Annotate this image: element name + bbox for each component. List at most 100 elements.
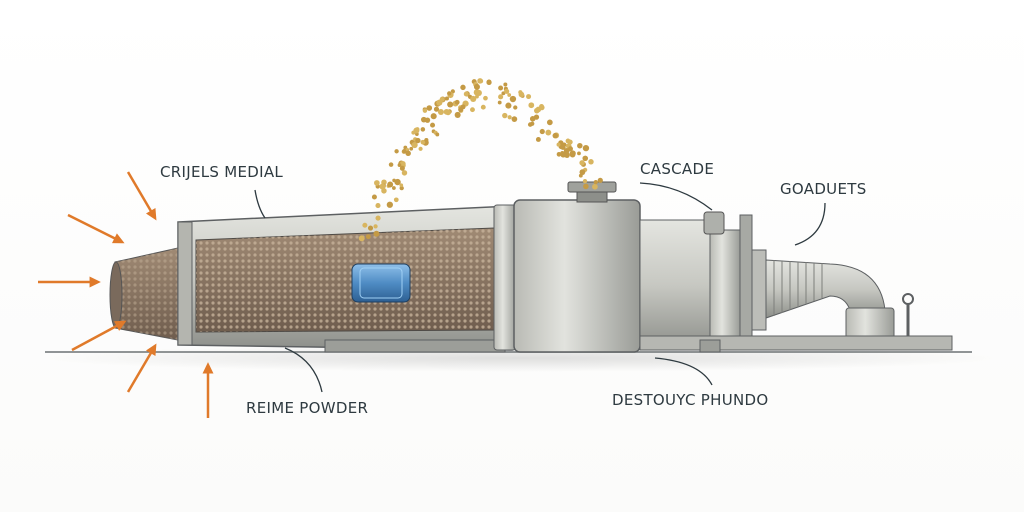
particle xyxy=(409,146,414,151)
particle xyxy=(470,95,477,103)
particle xyxy=(373,224,378,229)
particle xyxy=(539,103,545,109)
particle xyxy=(539,128,545,135)
particle xyxy=(504,88,510,94)
particle xyxy=(567,139,573,145)
particle xyxy=(430,113,437,120)
particle xyxy=(502,112,508,119)
particle xyxy=(387,181,394,188)
particle xyxy=(402,149,407,154)
particle xyxy=(424,117,431,123)
particle xyxy=(422,108,428,113)
particle xyxy=(394,149,399,154)
particle xyxy=(463,91,469,97)
particle xyxy=(552,132,559,139)
particle xyxy=(447,91,452,96)
particle xyxy=(529,116,536,122)
particle xyxy=(397,163,402,167)
leader-reime xyxy=(284,347,323,393)
particle xyxy=(445,109,451,116)
particle xyxy=(535,137,541,142)
particle xyxy=(375,203,381,209)
particle xyxy=(528,102,535,109)
particle xyxy=(569,150,576,157)
label-crijels-medial: CRIJELS MEDIAL xyxy=(160,163,284,181)
particle xyxy=(503,82,508,87)
particle xyxy=(486,80,491,85)
particle xyxy=(470,107,475,113)
central-housing xyxy=(493,181,690,353)
particle xyxy=(392,178,396,183)
particle xyxy=(507,93,512,97)
particle xyxy=(386,201,393,208)
particle xyxy=(379,183,386,190)
leader-crijels xyxy=(254,189,266,219)
particle xyxy=(582,144,590,152)
particle xyxy=(560,151,567,158)
particle xyxy=(509,95,517,103)
airflow-arrows xyxy=(38,171,214,418)
particle xyxy=(381,188,387,194)
particle xyxy=(413,127,420,134)
particle xyxy=(577,142,583,149)
particle xyxy=(418,146,423,151)
particle xyxy=(513,105,518,110)
particle xyxy=(426,105,433,111)
particle xyxy=(477,78,483,84)
particle xyxy=(365,234,371,240)
particle xyxy=(546,119,553,126)
particle xyxy=(582,155,589,161)
ground-shadow xyxy=(40,344,1000,372)
particle xyxy=(433,106,440,112)
arrow-head xyxy=(113,320,127,331)
particle xyxy=(374,180,380,186)
particle xyxy=(454,111,461,118)
label-goaduets: GOADUETS xyxy=(780,180,867,198)
particle xyxy=(505,102,512,109)
particle xyxy=(391,186,396,190)
label-destouyc-phundo: DESTOUYC PHUNDO xyxy=(612,391,769,409)
arrow xyxy=(67,213,123,244)
particle xyxy=(460,104,466,110)
label-reime-powder: REIME POWDER xyxy=(246,399,369,417)
arrow xyxy=(126,345,157,393)
particle xyxy=(373,230,380,237)
arrow-head xyxy=(202,362,214,374)
arrow xyxy=(71,320,125,352)
particle xyxy=(430,122,436,128)
particle xyxy=(498,85,504,91)
particle xyxy=(475,94,479,99)
arrow-head xyxy=(89,276,101,288)
arrow-head xyxy=(146,343,157,357)
particle xyxy=(447,101,454,108)
particle xyxy=(399,165,405,171)
leader-destouyc xyxy=(654,357,713,386)
outlet-assembly xyxy=(639,211,953,353)
particle xyxy=(592,183,598,190)
particle xyxy=(583,183,589,190)
particle xyxy=(415,137,421,144)
particle xyxy=(444,96,449,101)
particle xyxy=(518,90,523,95)
particle xyxy=(579,169,586,176)
particle xyxy=(579,160,585,166)
particle xyxy=(545,129,552,136)
particle xyxy=(597,177,603,183)
particle xyxy=(460,84,466,91)
particle xyxy=(588,159,594,165)
arrow-head xyxy=(111,233,125,244)
particle xyxy=(405,150,411,157)
particle xyxy=(582,178,588,184)
particle xyxy=(473,89,480,96)
particle xyxy=(362,222,368,228)
rotor xyxy=(351,263,411,303)
particle xyxy=(394,178,401,186)
particle xyxy=(473,83,480,90)
particle xyxy=(358,235,365,242)
particle xyxy=(401,170,408,176)
particle xyxy=(375,215,381,221)
particle xyxy=(393,197,399,203)
leader-cascade xyxy=(639,182,713,211)
particle xyxy=(556,142,561,147)
particle xyxy=(577,151,581,156)
